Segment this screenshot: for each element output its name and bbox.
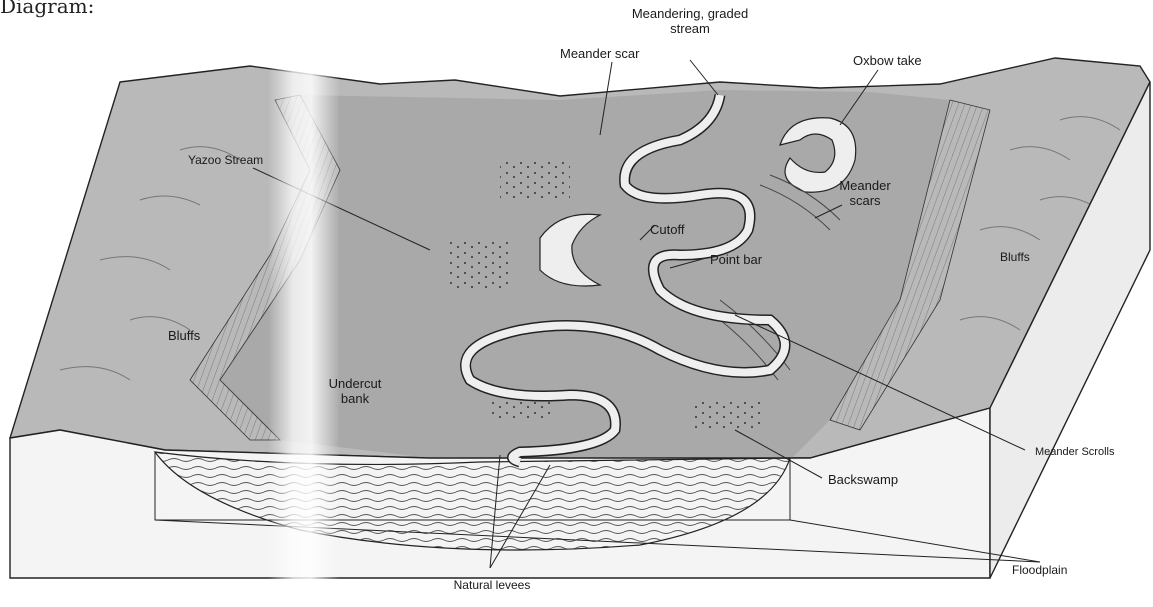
label-yazoo-stream: Yazoo Stream [188, 153, 263, 168]
backswamp-dots-2 [450, 240, 510, 290]
label-bluffs-right: Bluffs [1000, 250, 1030, 265]
label-meander-scar: Meander scar [560, 46, 639, 61]
label-meander-scrolls: Meander Scrolls [1035, 445, 1114, 460]
backswamp-dots-3 [500, 160, 570, 200]
label-meandering-stream: Meandering, graded stream [620, 6, 760, 36]
label-meander-scars: Meander scars [825, 178, 905, 208]
label-floodplain: Floodplain [1012, 563, 1067, 578]
label-point-bar: Point bar [710, 252, 762, 267]
label-oxbow-lake: Oxbow take [853, 53, 922, 68]
label-bluffs-left: Bluffs [168, 328, 200, 343]
backswamp-dots-1 [690, 400, 760, 430]
label-cutoff: Cutoff [650, 222, 684, 237]
label-backswamp: Backswamp [828, 472, 898, 487]
label-natural-levees: Natural levees [412, 578, 572, 593]
backswamp-dots-4 [490, 400, 550, 420]
label-undercut-bank: Undercut bank [310, 376, 400, 406]
